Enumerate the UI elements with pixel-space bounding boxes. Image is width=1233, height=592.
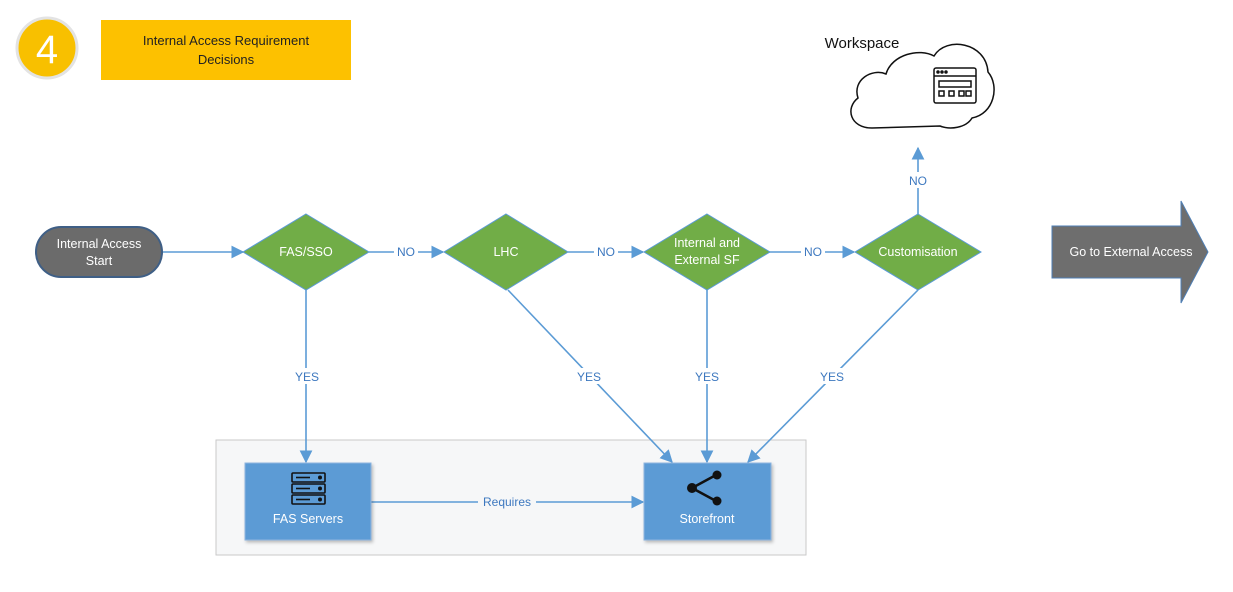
- browser-window-icon: [933, 67, 977, 104]
- decision-sf-label-line2: External SF: [674, 253, 740, 267]
- external-access-label: Go to External Access: [1070, 245, 1193, 259]
- edge-label-custom-to-storefront: YES: [820, 370, 844, 384]
- edge-label-lhc-to-sf: NO: [597, 245, 615, 259]
- workspace-node[interactable]: Workspace: [825, 35, 995, 129]
- decision-lhc-label: LHC: [493, 245, 518, 259]
- edge-labels: NO NO NO NO YES YES YES YES Requires: [292, 172, 930, 510]
- server-stack-icon: [291, 472, 326, 505]
- decision-customisation-label: Customisation: [878, 245, 957, 259]
- step-number: 4: [36, 28, 58, 72]
- step-title-line2: Decisions: [198, 52, 255, 67]
- decision-fas-sso-label: FAS/SSO: [279, 245, 333, 259]
- workspace-label: Workspace: [825, 35, 900, 52]
- edge-label-fas-to-servers: YES: [295, 370, 319, 384]
- fas-servers-label: FAS Servers: [273, 512, 343, 526]
- edge-label-lhc-to-storefront: YES: [577, 370, 601, 384]
- decision-internal-external-sf[interactable]: Internal and External SF: [643, 213, 771, 291]
- step-title-box: Internal Access Requirement Decisions: [101, 20, 351, 80]
- edge-label-sf-to-custom: NO: [804, 245, 822, 259]
- decision-customisation[interactable]: Customisation: [854, 213, 982, 291]
- step-title-line1: Internal Access Requirement: [143, 33, 310, 48]
- edge-label-sf-to-storefront: YES: [695, 370, 719, 384]
- edge-label-fas-to-lhc: NO: [397, 245, 415, 259]
- edge-label-requires: Requires: [483, 495, 531, 509]
- decision-lhc[interactable]: LHC: [443, 213, 569, 291]
- start-label-line2: Start: [86, 254, 113, 268]
- fas-servers-node[interactable]: [244, 462, 372, 541]
- start-node[interactable]: Internal Access Start: [35, 226, 163, 278]
- start-label-line1: Internal Access: [57, 237, 142, 251]
- step-badge: 4: [15, 16, 79, 80]
- share-icon: [687, 470, 722, 506]
- edge-label-custom-to-workspace: NO: [909, 174, 927, 188]
- storefront-node[interactable]: [643, 462, 772, 541]
- external-access-arrow[interactable]: Go to External Access: [1051, 200, 1209, 304]
- decision-fas-sso[interactable]: FAS/SSO: [242, 213, 370, 291]
- decision-sf-label-line1: Internal and: [674, 236, 740, 250]
- storefront-label: Storefront: [680, 512, 735, 526]
- cloud-icon: [850, 43, 995, 129]
